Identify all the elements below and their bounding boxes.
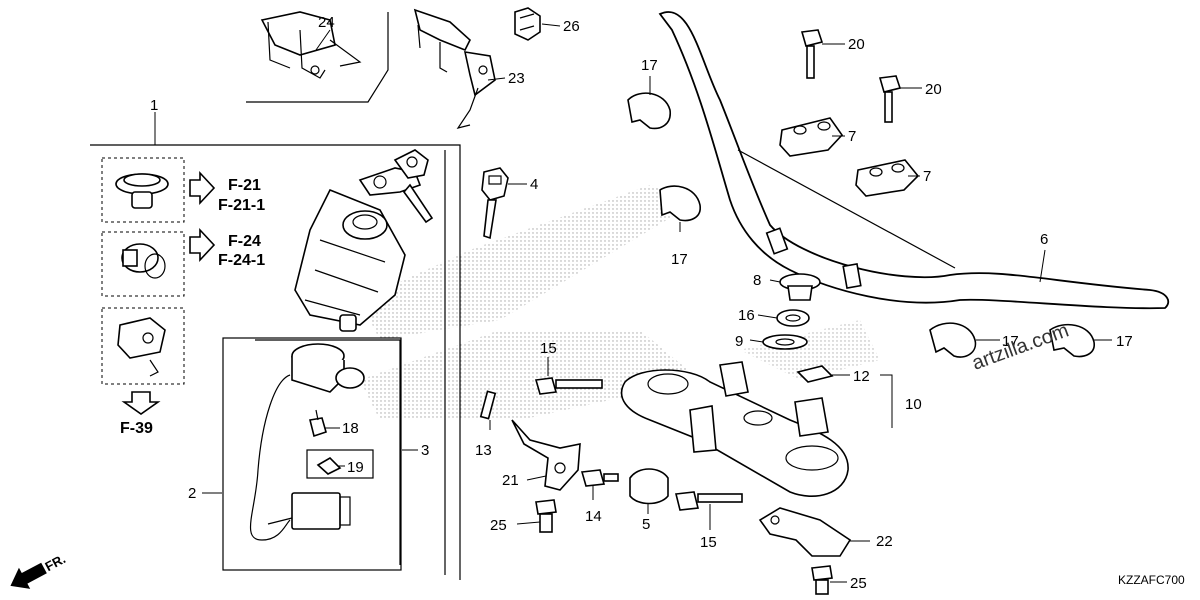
bracket-23 (413, 8, 496, 129)
callout-20a: 20 (848, 36, 865, 53)
reference-arrow-icon (121, 170, 216, 415)
handlebar-6 (658, 11, 1170, 310)
front-marker-label: FR. (42, 551, 68, 574)
callout-20b: 20 (925, 81, 942, 98)
reference-box-f39 (101, 307, 185, 385)
callout-1: 1 (150, 97, 158, 114)
callout-12: 12 (853, 368, 870, 385)
ref-f39: F-39 (120, 420, 153, 437)
bolt-15a (534, 377, 603, 395)
front-direction-arrow-icon: FR. (10, 551, 68, 589)
callout-7a: 7 (848, 128, 856, 145)
reference-labels: F-21 F-21-1 F-24 F-24-1 F-39 (120, 177, 265, 437)
clamp-17c (929, 322, 977, 358)
assembly-1-frame (90, 144, 461, 580)
bolt-14 (580, 469, 619, 487)
callout-9: 9 (735, 333, 743, 350)
callout-25b: 25 (850, 575, 867, 592)
callout-17d: 17 (1116, 333, 1133, 350)
clip-26 (514, 7, 541, 41)
callout-24: 24 (318, 14, 335, 31)
ref-f24-1: F-24-1 (218, 252, 265, 269)
callout-26: 26 (563, 18, 580, 35)
bracket-24-group (246, 11, 389, 103)
bolt-13 (479, 390, 497, 420)
upper-holder-7b (855, 159, 920, 197)
bolt-20b (878, 75, 902, 123)
nut-8 (779, 273, 821, 301)
callout-21: 21 (502, 472, 519, 489)
bolt-25a (535, 499, 557, 533)
top-bridge-10 (620, 361, 849, 497)
callout-7b: 7 (923, 168, 931, 185)
clamp-17d (1049, 323, 1095, 358)
reference-box-f24 (101, 231, 185, 297)
key-4 (481, 167, 509, 240)
switch-harness-2 (222, 337, 402, 571)
callout-17b: 17 (671, 251, 688, 268)
callout-3: 3 (421, 442, 429, 459)
ref-f24: F-24 (228, 233, 261, 250)
ignition-switch (294, 149, 434, 332)
callout-13: 13 (475, 442, 492, 459)
stipple-shading (360, 185, 880, 420)
clamp-17a (627, 92, 671, 130)
washer-16 (776, 309, 810, 327)
bracket-21 (511, 419, 581, 491)
callout-22: 22 (876, 533, 893, 550)
callout-15b: 15 (700, 534, 717, 551)
callout-4: 4 (530, 176, 538, 193)
callout-14: 14 (585, 508, 602, 525)
callout-19: 19 (347, 459, 364, 476)
clamp-17b (659, 185, 701, 222)
reference-box-f21 (101, 157, 185, 223)
callout-23: 23 (508, 70, 525, 87)
callout-6: 6 (1040, 231, 1048, 248)
upper-holder-7a (779, 117, 844, 157)
clamp-5 (629, 468, 669, 505)
callout-18: 18 (342, 420, 359, 437)
ref-f21-1: F-21-1 (218, 197, 265, 214)
ref-f21: F-21 (228, 177, 261, 194)
callout-25a: 25 (490, 517, 507, 534)
washer-9 (762, 334, 808, 350)
callouts: 1 2 3 4 5 6 7 7 8 9 10 12 13 14 15 15 16… (150, 14, 1133, 592)
part-18 (309, 409, 327, 438)
callout-10: 10 (905, 396, 922, 413)
callout-16: 16 (738, 307, 755, 324)
bolt-25b (811, 565, 833, 595)
plate-12 (796, 365, 834, 383)
bracket-22 (758, 507, 852, 557)
callout-2: 2 (188, 485, 196, 502)
bolt-20a (800, 29, 824, 79)
diagram-code: KZZAFC700 (1118, 573, 1185, 587)
callout-8: 8 (753, 272, 761, 289)
callout-17a: 17 (641, 57, 658, 74)
bolt-15b (675, 491, 743, 511)
callout-15a: 15 (540, 340, 557, 357)
callout-17c: 17 (1002, 333, 1019, 350)
leader-lines (154, 23, 1112, 583)
part-19 (306, 449, 374, 479)
callout-5: 5 (642, 516, 650, 533)
